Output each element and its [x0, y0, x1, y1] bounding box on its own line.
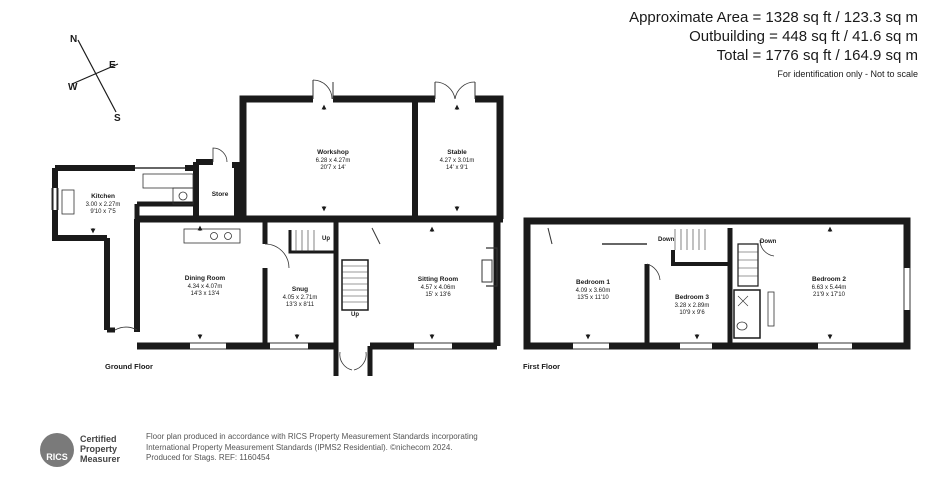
- room-metric-kitchen: 3.00 x 2.27m: [86, 202, 121, 208]
- stair-label-up-1: Up: [322, 236, 330, 242]
- room-imperial-kitchen: 9'10 x 7'5: [90, 209, 116, 215]
- compass: N S E W: [68, 34, 121, 124]
- room-name-store: Store: [212, 191, 229, 198]
- room-name-dining: Dining Room: [185, 275, 226, 282]
- rics-line-1: Certified: [80, 434, 117, 444]
- room-name-bedroom2: Bedroom 2: [812, 276, 846, 283]
- area-approximate: Approximate Area = 1328 sq ft / 123.3 sq…: [629, 9, 918, 26]
- room-imperial-bedroom1: 13'5 x 11'10: [577, 295, 609, 301]
- room-metric-workshop: 6.28 x 4.27m: [316, 158, 351, 164]
- room-imperial-stable: 14' x 9'1: [446, 165, 469, 171]
- rics-line-3: Measurer: [80, 454, 121, 464]
- compass-e: E: [109, 60, 116, 71]
- room-name-stable: Stable: [447, 149, 467, 156]
- rics-badge: RICS Certified Property Measurer: [40, 432, 140, 468]
- footer-disclaimer: Floor plan produced in accordance with R…: [146, 432, 566, 464]
- room-imperial-sitting: 15' x 13'6: [425, 292, 451, 298]
- room-imperial-dining: 14'3 x 13'4: [191, 291, 220, 297]
- compass-w: W: [68, 82, 78, 93]
- rics-logo-icon: RICS: [40, 433, 74, 467]
- first-floor: [523, 217, 911, 350]
- room-imperial-snug: 13'3 x 8'11: [286, 302, 315, 308]
- rics-line-2: Property: [80, 444, 118, 454]
- room-imperial-bedroom3: 10'9 x 9'6: [679, 310, 705, 316]
- footer-line-3: Produced for Stags. REF: 1160454: [146, 453, 270, 462]
- room-name-workshop: Workshop: [317, 149, 349, 156]
- area-summary: Approximate Area = 1328 sq ft / 123.3 sq…: [629, 8, 918, 79]
- ground-floor: [51, 165, 503, 376]
- room-name-snug: Snug: [292, 286, 308, 293]
- room-metric-bedroom3: 3.28 x 2.89m: [675, 303, 710, 309]
- room-metric-dining: 4.34 x 4.07m: [188, 284, 223, 290]
- room-metric-bedroom1: 4.09 x 3.60m: [576, 288, 611, 294]
- footer-line-2: International Property Measurement Stand…: [146, 442, 453, 452]
- compass-s: S: [114, 113, 121, 124]
- room-metric-stable: 4.27 x 3.01m: [440, 158, 475, 164]
- room-metric-sitting: 4.57 x 4.06m: [421, 285, 456, 291]
- room-name-sitting: Sitting Room: [418, 276, 459, 283]
- room-name-kitchen: Kitchen: [91, 193, 115, 200]
- area-total: Total = 1776 sq ft / 164.9 sq m: [716, 47, 918, 64]
- compass-n: N: [70, 34, 77, 45]
- identification-note: For identification only - Not to scale: [777, 69, 918, 79]
- room-name-bedroom3: Bedroom 3: [675, 294, 709, 301]
- rics-caption: Certified Property Measurer: [80, 434, 120, 464]
- room-metric-snug: 4.05 x 2.71m: [283, 295, 318, 301]
- outbuilding: [193, 79, 504, 219]
- footer-line-1: Floor plan produced in accordance with R…: [146, 432, 478, 441]
- room-imperial-bedroom2: 21'9 x 17'10: [813, 292, 846, 298]
- floor-label-ground: Ground Floor: [105, 362, 153, 371]
- area-outbuilding: Outbuilding = 448 sq ft / 41.6 sq m: [689, 28, 918, 45]
- room-imperial-workshop: 20'7 x 14': [320, 165, 345, 171]
- stair-label-down-1: Down: [658, 237, 675, 243]
- stair-label-down-2: Down: [760, 239, 777, 245]
- room-name-bedroom1: Bedroom 1: [576, 279, 610, 286]
- stair-label-up-2: Up: [351, 312, 359, 318]
- floor-label-first: First Floor: [523, 362, 560, 371]
- room-metric-bedroom2: 6.63 x 5.44m: [812, 285, 847, 291]
- dimension-arrows: [90, 104, 833, 340]
